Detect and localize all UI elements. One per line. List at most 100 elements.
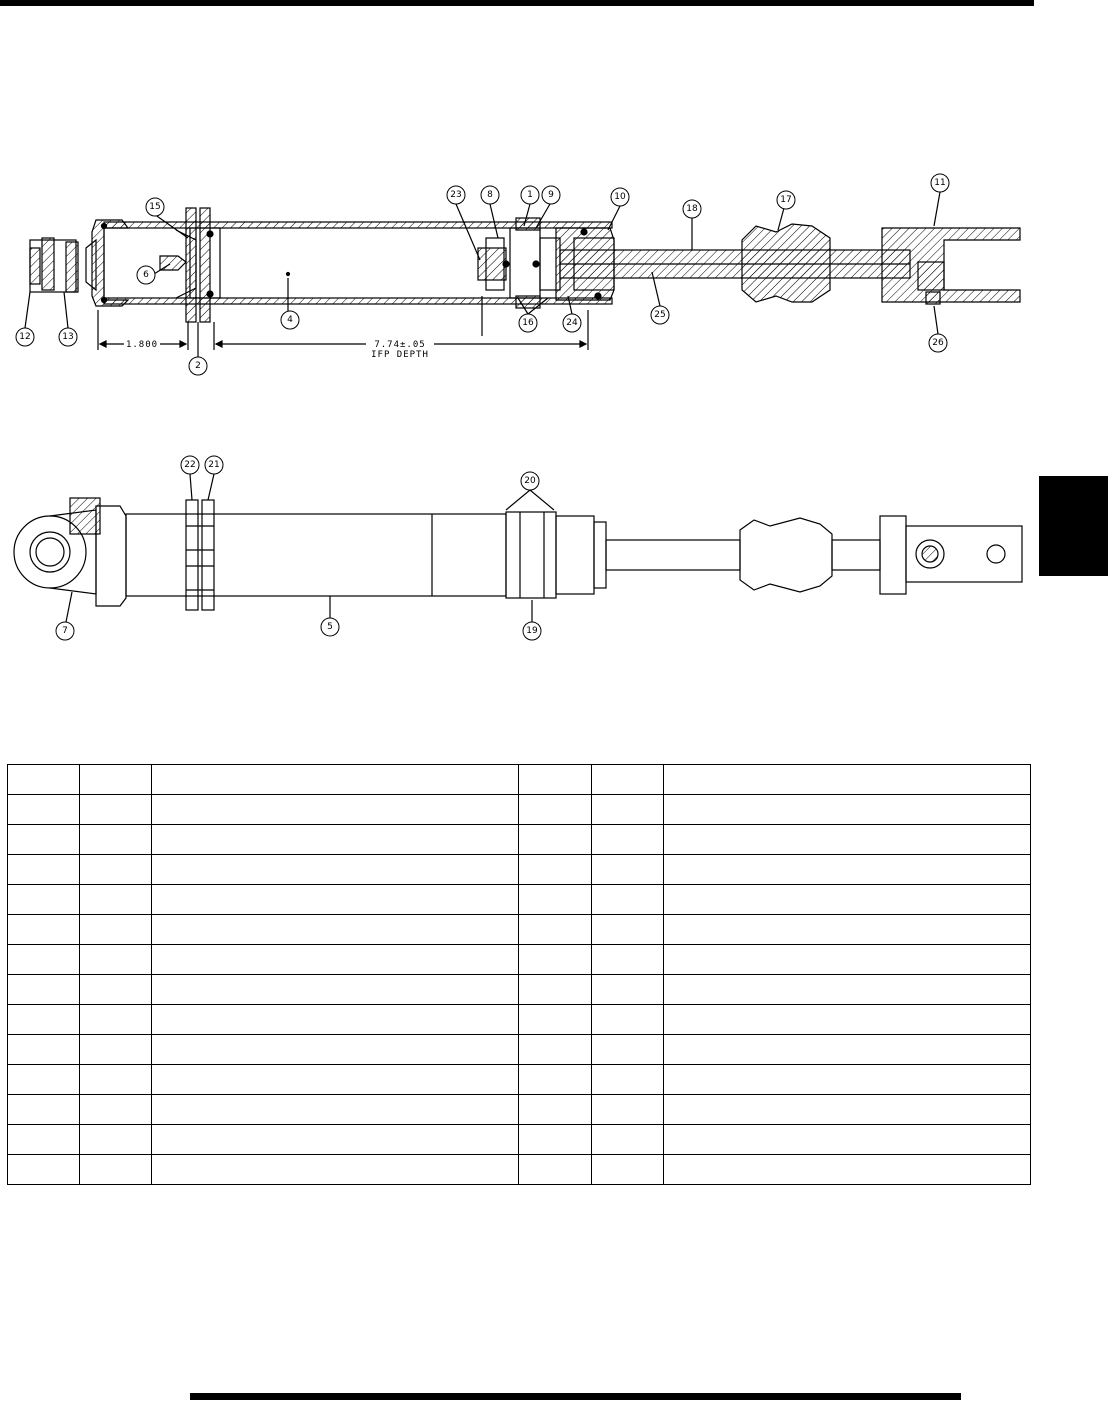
table-cell (7, 854, 80, 885)
table-cell (518, 854, 592, 885)
table-cell (518, 1094, 592, 1125)
table-cell (591, 974, 664, 1005)
table-cell (518, 1124, 592, 1155)
table-cell (151, 1034, 519, 1065)
table-cell (518, 944, 592, 975)
table-cell (663, 854, 1031, 885)
svg-text:9: 9 (548, 190, 554, 200)
table-cell (151, 1064, 519, 1095)
svg-text:23: 23 (450, 190, 461, 200)
callout-4: 4 (280, 310, 300, 330)
table-cell (7, 824, 80, 855)
table-cell (79, 1154, 152, 1185)
table-row (7, 1154, 1031, 1185)
table-cell (591, 914, 664, 945)
callout-26: 26 (928, 333, 948, 353)
svg-text:4: 4 (287, 315, 293, 325)
svg-text:8: 8 (487, 190, 493, 200)
table-cell (151, 824, 519, 855)
table-cell (151, 1124, 519, 1155)
table-cell (7, 974, 80, 1005)
callout-8: 8 (480, 185, 500, 205)
table-cell (591, 1154, 664, 1185)
svg-text:16: 16 (522, 318, 534, 328)
table-cell (518, 884, 592, 915)
table-cell (151, 1094, 519, 1125)
parts-table (7, 764, 1031, 1185)
shock-assembly-drawing: 1.800 7.74±.05 IFP DEPTH (13, 173, 1023, 641)
table-cell (663, 884, 1031, 915)
table-cell (151, 1154, 519, 1185)
table-cell (7, 1034, 80, 1065)
table-cell (518, 1034, 592, 1065)
svg-text:26: 26 (932, 338, 944, 348)
svg-text:24: 24 (566, 318, 578, 328)
table-cell (151, 764, 519, 795)
table-row (7, 764, 1031, 795)
table-row (7, 824, 1031, 855)
table-cell (151, 1004, 519, 1035)
table-cell (79, 854, 152, 885)
table-cell (591, 944, 664, 975)
dimension-1800: 1.800 (126, 340, 158, 350)
table-cell (518, 764, 592, 795)
table-row (7, 944, 1031, 975)
callout-5: 5 (320, 617, 340, 637)
callout-16: 16 (518, 313, 538, 333)
svg-text:21: 21 (208, 460, 219, 470)
table-cell (518, 794, 592, 825)
table-cell (591, 1124, 664, 1155)
svg-text:17: 17 (780, 195, 791, 205)
table-cell (7, 1154, 80, 1185)
table-row (7, 854, 1031, 885)
table-cell (591, 764, 664, 795)
table-cell (79, 824, 152, 855)
svg-text:13: 13 (62, 332, 73, 342)
table-cell (7, 944, 80, 975)
svg-text:5: 5 (327, 622, 333, 632)
table-cell (663, 1034, 1031, 1065)
table-cell (79, 884, 152, 915)
callout-23: 23 (446, 185, 466, 205)
svg-text:1: 1 (527, 190, 533, 200)
callout-7: 7 (55, 621, 75, 641)
table-cell (79, 1034, 152, 1065)
external-view (13, 473, 1023, 623)
callout-1: 1 (520, 185, 540, 205)
table-cell (79, 1124, 152, 1155)
table-row (7, 1034, 1031, 1065)
callout-22: 22 (180, 455, 200, 475)
svg-text:19: 19 (526, 626, 538, 636)
callout-21: 21 (204, 455, 224, 475)
callout-15: 15 (145, 197, 165, 217)
svg-text:18: 18 (686, 204, 698, 214)
table-row (7, 1094, 1031, 1125)
callout-13: 13 (58, 327, 78, 347)
table-cell (7, 1004, 80, 1035)
svg-text:12: 12 (19, 332, 30, 342)
table-cell (518, 974, 592, 1005)
callout-2: 2 (188, 356, 208, 376)
table-cell (663, 1094, 1031, 1125)
table-cell (151, 944, 519, 975)
table-cell (663, 764, 1031, 795)
table-cell (79, 914, 152, 945)
table-row (7, 914, 1031, 945)
table-cell (7, 1124, 80, 1155)
table-cell (663, 1004, 1031, 1035)
callout-9: 9 (541, 185, 561, 205)
table-cell (591, 1004, 664, 1035)
table-cell (663, 794, 1031, 825)
table-cell (79, 974, 152, 1005)
callout-18: 18 (682, 199, 702, 219)
table-cell (79, 764, 152, 795)
table-cell (663, 914, 1031, 945)
table-cell (151, 854, 519, 885)
svg-text:10: 10 (614, 192, 626, 202)
table-cell (151, 884, 519, 915)
callout-25: 25 (650, 305, 670, 325)
table-cell (663, 1064, 1031, 1095)
table-cell (591, 1064, 664, 1095)
dimension-ifp-label: IFP DEPTH (371, 350, 429, 360)
table-cell (79, 1094, 152, 1125)
